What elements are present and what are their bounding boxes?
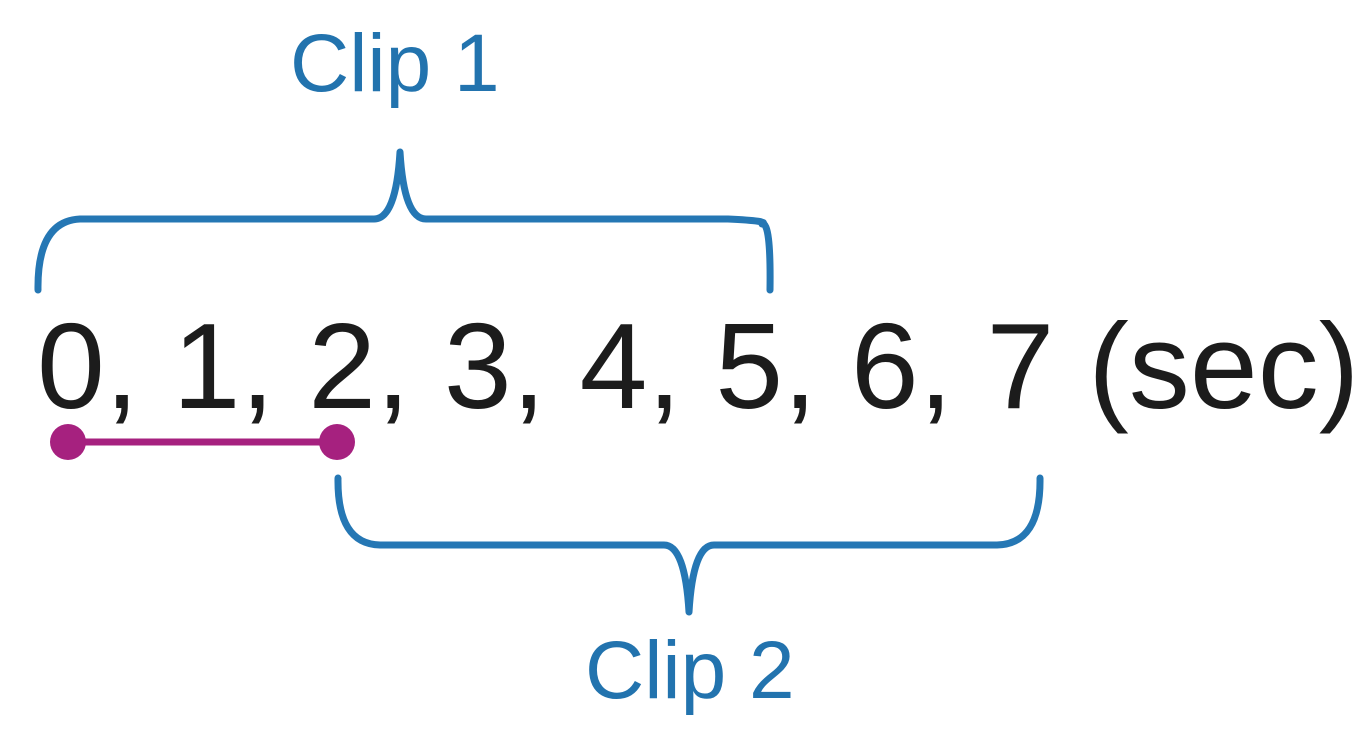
clip2-brace-icon [334,474,1044,616]
timeline-numbers: 0, 1, 2, 3, 4, 5, 6, 7 (sec) [37,298,1360,434]
clip1-label: Clip 1 [290,18,500,109]
overlap-start-dot [50,424,86,460]
overlap-end-dot [319,424,355,460]
clip2-label: Clip 2 [585,625,795,716]
overlap-segment [50,424,355,460]
clip1-brace-icon [34,148,774,294]
